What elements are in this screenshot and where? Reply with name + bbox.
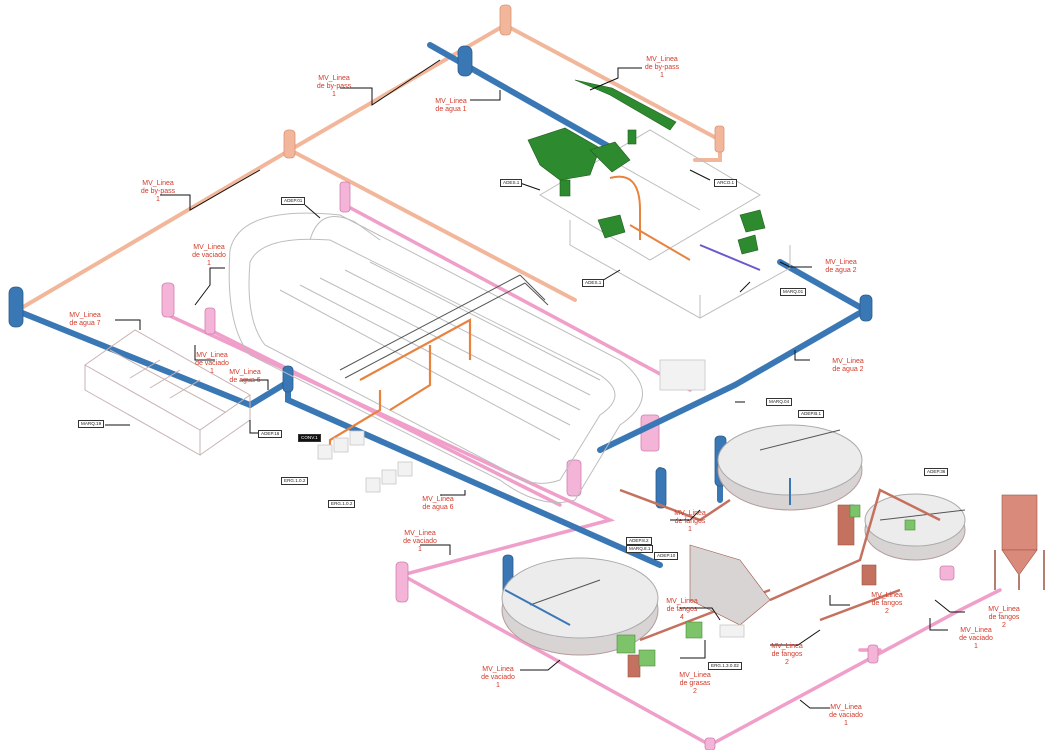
label-fangos-2-c: MV_Linea de fangos 2 [771, 643, 803, 666]
tag-marq-04: MARQ.04 [766, 398, 793, 406]
label-fangos-4: MV_Linea de fangos 4 [666, 598, 698, 621]
label-agua-2-b: MV_Linea de agua 2 [832, 358, 864, 373]
label-agua-7: MV_Linea de agua 7 [69, 312, 101, 327]
purple-line [699, 244, 761, 271]
label-vaciado-mid: MV_Linea de vaciado 1 [192, 244, 226, 267]
label-agua-6-a: MV_Linea de agua 6 [229, 369, 261, 384]
label-grasas-2: MV_Linea de grasas 2 [679, 672, 711, 695]
tag-adep-36: ADEP.36 [924, 468, 949, 476]
left-tank-block [84, 329, 251, 456]
green-equipment [527, 79, 766, 255]
label-vaciado-bottom: MV_Linea de vaciado 1 [481, 666, 515, 689]
label-bypass-right: MV_Linea de by-pass 1 [644, 56, 680, 79]
tag-adep-16: ADEP.16 [258, 430, 283, 438]
grease-units [616, 504, 916, 667]
label-bypass-top: MV_Linea de by-pass 1 [316, 75, 352, 98]
tag-erg-1: ERG.1.0.2 [281, 477, 309, 485]
label-fangos-1: MV_Linea de fangos 1 [674, 510, 706, 533]
label-vaciado-center: MV_Linea de vaciado 1 [403, 530, 437, 553]
container-boxes [317, 359, 745, 638]
tag-adep-10: ADEP.10 [654, 552, 679, 560]
bypass-risers [283, 4, 725, 159]
tag-adep-b1: ADEP.B.1 [798, 410, 825, 418]
tag-arco-1: ARCO.1 [714, 179, 738, 187]
tag-adep-01: ADEP.01 [281, 197, 306, 205]
oxidation-channel [228, 212, 643, 503]
clarifier-top [717, 424, 863, 511]
top-process-lines [609, 175, 691, 261]
water-pipes [12, 42, 868, 568]
label-bypass-left: MV_Linea de by-pass 1 [140, 180, 176, 203]
tag-marq-19: MARQ.19 [78, 420, 105, 428]
label-agua-6-b: MV_Linea de agua 6 [422, 496, 454, 511]
walkway-bridge [339, 274, 549, 379]
tag-adep-82: ADEP.8.2 [626, 537, 652, 545]
tag-erg-2: ERG.1.0.2 [328, 500, 356, 508]
tag-ades-2: ADES.1 [582, 279, 605, 287]
label-agua-1: MV_Linea de agua 1 [435, 98, 467, 113]
tag-conv-1: CONV.1 [298, 434, 321, 442]
clarifier-bottom [501, 557, 659, 656]
tag-marq-81: MARQ.8.1 [626, 545, 654, 553]
label-vaciado-r2: MV_Linea de vaciado 1 [829, 704, 863, 727]
tag-marq-01: MARQ.01 [780, 288, 807, 296]
label-vaciado-r1: MV_Linea de vaciado 1 [959, 627, 993, 650]
leader-lines [105, 59, 965, 709]
tag-erg-13: ERG.1.3.0.02 [708, 662, 742, 670]
tag-ades-1: ADES.1 [500, 179, 523, 187]
label-fangos-2-a: MV_Linea de fangos 2 [871, 592, 903, 615]
drain-risers [161, 181, 955, 751]
label-agua-2-a: MV_Linea de agua 2 [825, 259, 857, 274]
label-fangos-2-b: MV_Linea de fangos 2 [988, 606, 1020, 629]
label-vaciado-left: MV_Linea de vaciado 1 [195, 352, 229, 375]
